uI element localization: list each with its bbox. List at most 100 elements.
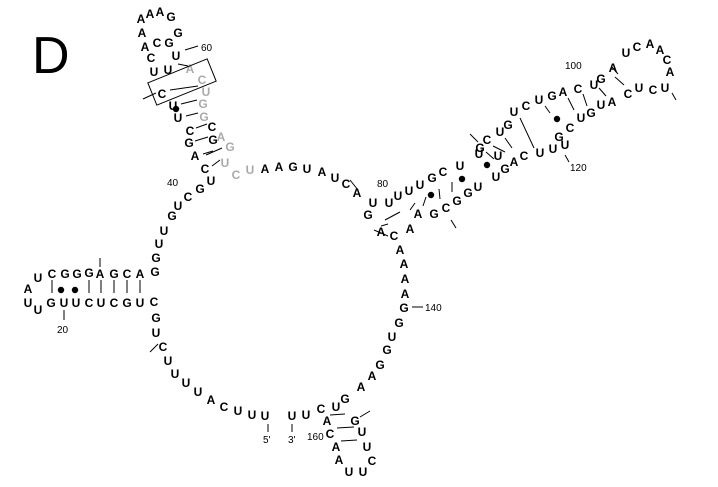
nucleotide: C — [566, 121, 575, 135]
nucleotide: U — [492, 170, 501, 184]
nucleotide: C — [158, 87, 167, 101]
nucleotide: C — [186, 124, 195, 138]
nucleotide: C — [342, 177, 351, 191]
nucleotide: A — [24, 282, 33, 296]
nucleotide: C — [483, 133, 492, 147]
nucleotide: C — [574, 82, 583, 96]
nucleotide: G — [394, 316, 403, 330]
nucleotide: A — [217, 130, 226, 144]
nucleotide: U — [496, 125, 505, 139]
nucleotide: G — [72, 267, 81, 281]
label-40: 40 — [167, 178, 179, 189]
nucleotide: U — [385, 196, 394, 210]
nucleotide: U — [635, 81, 644, 95]
nucleotide: U — [246, 163, 255, 177]
nucleotide: G — [166, 10, 175, 24]
nucleotide: A — [261, 162, 270, 176]
nucleotide: G — [427, 171, 436, 185]
nucleotide: U — [494, 149, 503, 163]
nucleotide: C — [198, 73, 207, 87]
nucleotide: G — [350, 414, 359, 428]
label-3prime: 3' — [288, 435, 296, 446]
nucleotide: A — [401, 287, 410, 301]
nucleotide: U — [302, 408, 311, 422]
nucleotide: G — [122, 296, 131, 310]
nucleotide: A — [406, 222, 415, 236]
nucleotide: G — [596, 72, 605, 86]
nucleotide: C — [439, 165, 448, 179]
nucleotide: U — [394, 189, 403, 203]
nucleotide: C — [649, 83, 658, 97]
nucleotide: C — [220, 400, 229, 414]
nucleotide: G — [184, 136, 193, 150]
nucleotide: U — [97, 296, 106, 310]
nucleotide: U — [234, 404, 243, 418]
nucleotide: U — [456, 159, 465, 173]
label-60: 60 — [201, 43, 213, 54]
nucleotide: U — [182, 376, 191, 390]
nucleotide: U — [221, 156, 230, 170]
nucleotide: G — [167, 209, 176, 223]
nucleotide: U — [577, 111, 586, 125]
nucleotide: G — [198, 97, 207, 111]
nucleotide: C — [390, 229, 399, 243]
nucleotide: C — [368, 454, 377, 468]
nucleotide: U — [622, 46, 631, 60]
label-5prime: 5' — [263, 435, 271, 446]
nucleotide: A — [191, 149, 200, 163]
nucleotide: U — [174, 199, 183, 213]
nucleotide: U — [34, 271, 43, 285]
nucleotide: U — [60, 296, 69, 310]
nucleotide: G — [363, 208, 372, 222]
nucleotide: G — [452, 194, 461, 208]
nucleotide: U — [248, 408, 257, 422]
nucleotide: G — [382, 343, 391, 357]
nucleotide: U — [549, 142, 558, 156]
nucleotide: G — [375, 358, 384, 372]
nucleotide: A — [368, 369, 377, 383]
nucleotide: U — [510, 105, 519, 119]
nucleotide: U — [369, 196, 378, 210]
nucleotide: G — [500, 162, 509, 176]
nucleotide: C — [48, 267, 57, 281]
nucleotide: U — [332, 400, 341, 414]
nucleotide: A — [146, 7, 155, 21]
label-140: 140 — [425, 303, 442, 314]
nucleotide: U — [359, 465, 368, 479]
nucleotide: G — [199, 110, 208, 124]
nucleotide: G — [195, 182, 204, 196]
nucleotide: U — [194, 385, 203, 399]
nucleotide: C — [633, 40, 642, 54]
nucleotide: G — [429, 207, 438, 221]
nucleotide: A — [96, 267, 105, 281]
nucleotide: A — [335, 453, 344, 467]
gu-pair-dot — [427, 191, 435, 199]
nucleotide: G — [225, 140, 234, 154]
nucleotide: G — [475, 141, 484, 155]
nucleotide: A — [138, 26, 147, 40]
nucleotide: U — [288, 409, 297, 423]
position-labels: 60 40 20 80 100 120 140 160 5' 3' — [57, 43, 587, 446]
label-20: 20 — [57, 325, 69, 336]
nucleotide: A — [608, 95, 617, 109]
nucleotide: C — [150, 295, 159, 309]
nucleotide: C — [184, 190, 193, 204]
nucleotide: U — [358, 425, 367, 439]
nucleotide: G — [463, 186, 472, 200]
nucleotide: G — [46, 296, 55, 310]
nucleotide: A — [136, 267, 145, 281]
nucleotide: U — [174, 111, 183, 125]
nucleotide: A — [646, 37, 655, 51]
nucleotide: U — [34, 303, 43, 317]
nucleotide: U — [72, 296, 81, 310]
nucleotide: A — [396, 243, 405, 257]
nucleotide: U — [331, 171, 340, 185]
nucleotide: G — [399, 301, 408, 315]
nucleotide: U — [164, 63, 173, 77]
nucleotide: A — [141, 40, 150, 54]
nucleotide: U — [661, 81, 670, 95]
gu-pair-dot — [483, 161, 491, 169]
nucleotide: U — [474, 180, 483, 194]
